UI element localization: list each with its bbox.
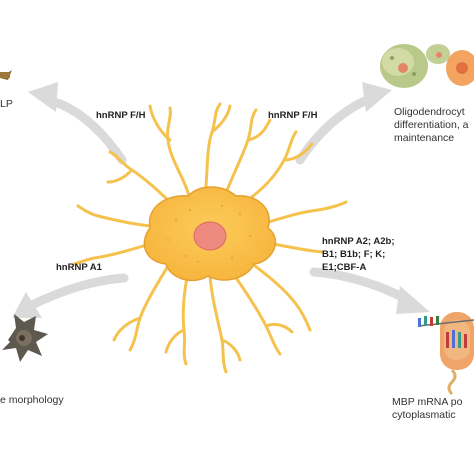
- differentiated-cells-icon: [380, 44, 474, 88]
- outcome-bottom-left: e morphology: [0, 394, 64, 406]
- arrow-left: [12, 273, 129, 318]
- nucleus: [193, 221, 227, 251]
- arrow-top-left: [28, 82, 127, 165]
- label-hnrnp-fh-right: hnRNP F/H: [268, 110, 318, 121]
- morphology-cell-icon: [2, 314, 48, 362]
- label-hnrnp-a2-line2: B1; B1b; F; K;: [322, 249, 386, 260]
- outcome-top-left: LP: [0, 98, 13, 110]
- arrow-right: [309, 267, 430, 314]
- label-hnrnp-a2-line3: E1;CBF-A: [322, 262, 367, 273]
- mbp-mrna-icon: [417, 312, 474, 396]
- label-hnrnp-fh-left: hnRNP F/H: [96, 110, 146, 121]
- outcome-bottom-right-line2: cytoplasmatic: [392, 409, 456, 421]
- label-hnrnp-a1: hnRNP A1: [56, 262, 102, 273]
- outcome-top-right-line2: differentiation, a: [394, 119, 469, 131]
- outcome-bottom-right-line1: MBP mRNA po: [392, 396, 463, 408]
- outcome-top-right-line1: Oligodendrocyt: [394, 106, 465, 118]
- label-hnrnp-a2-line1: hnRNP A2; A2b;: [322, 236, 395, 247]
- cell-processes: [72, 102, 348, 374]
- top-left-icon: [0, 70, 12, 80]
- outcome-top-right-line3: maintenance: [394, 132, 455, 144]
